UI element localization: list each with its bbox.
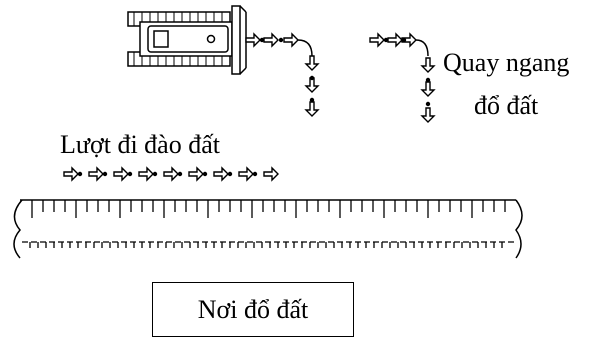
outline-arrow-icon bbox=[263, 166, 279, 182]
outline-arrow-icon bbox=[245, 32, 261, 48]
path-node bbox=[383, 37, 389, 43]
path-node bbox=[102, 171, 108, 177]
turn-label-line2: đổ đất bbox=[474, 91, 539, 120]
outline-arrow-icon bbox=[420, 107, 436, 123]
path-node bbox=[309, 97, 315, 103]
path-node bbox=[309, 75, 315, 81]
path-node bbox=[252, 171, 258, 177]
path-node bbox=[401, 37, 407, 43]
path-node bbox=[202, 171, 208, 177]
outline-arrow-icon bbox=[213, 166, 229, 182]
outline-arrow-icon bbox=[304, 55, 320, 71]
trench-hatching bbox=[22, 200, 514, 248]
path-node bbox=[127, 171, 133, 177]
outline-arrow-icon bbox=[113, 166, 129, 182]
outline-arrow-icon bbox=[304, 77, 320, 93]
outline-arrow-icon bbox=[420, 57, 436, 73]
outline-arrow-icon bbox=[420, 81, 436, 97]
outline-arrow-icon bbox=[283, 32, 299, 48]
excavation-pass-label: Lượt đi đào đất bbox=[60, 130, 220, 159]
path-node bbox=[77, 171, 83, 177]
bulldozer-icon bbox=[127, 5, 247, 75]
outline-arrow-icon bbox=[238, 166, 254, 182]
outline-arrow-icon bbox=[138, 166, 154, 182]
movement-arrows bbox=[63, 32, 436, 182]
outline-arrow-icon bbox=[304, 101, 320, 117]
outline-arrow-icon bbox=[369, 32, 385, 48]
path-node bbox=[152, 171, 158, 177]
outline-arrow-icon bbox=[263, 32, 279, 48]
path-node bbox=[425, 77, 431, 83]
turn-curve bbox=[415, 39, 429, 57]
turn-curve bbox=[297, 39, 313, 57]
path-node bbox=[177, 171, 183, 177]
path-node bbox=[425, 101, 431, 107]
outline-arrow-icon bbox=[163, 166, 179, 182]
outline-arrow-icon bbox=[63, 166, 79, 182]
outline-arrow-icon bbox=[387, 32, 403, 48]
outline-arrow-icon bbox=[188, 166, 204, 182]
path-node bbox=[227, 171, 233, 177]
path-node bbox=[259, 37, 265, 43]
track-hatching bbox=[133, 12, 223, 66]
excavation-trench bbox=[13, 199, 523, 259]
dump-location-box: Nơi đổ đất bbox=[152, 282, 354, 337]
turn-label-line1: Quay ngang bbox=[443, 48, 570, 77]
outline-arrow-icon bbox=[88, 166, 104, 182]
path-node bbox=[278, 37, 284, 43]
